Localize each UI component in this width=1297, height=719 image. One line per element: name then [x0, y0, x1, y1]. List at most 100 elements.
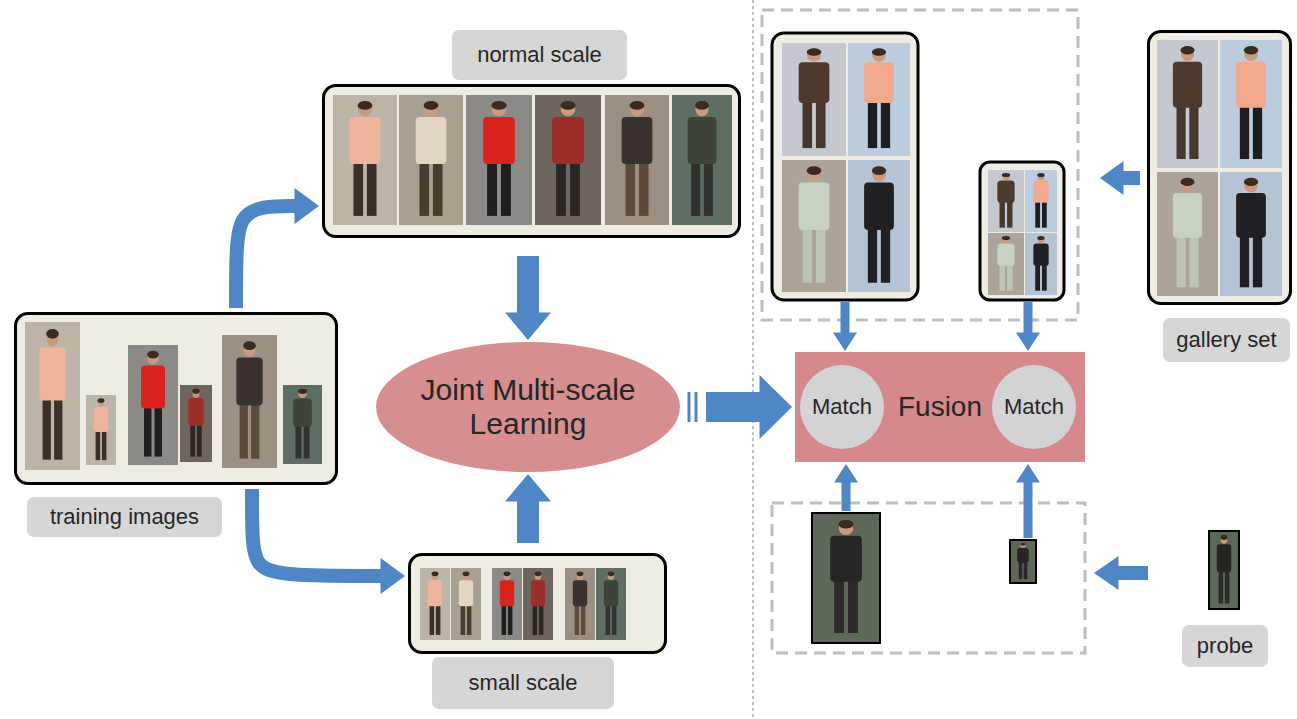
- person-leg: [502, 604, 507, 635]
- photo-ground: [848, 43, 910, 156]
- person-image: [813, 514, 879, 642]
- probe-image: probe: [1208, 530, 1240, 610]
- person-torso: [830, 536, 862, 582]
- photo-ground: [283, 385, 322, 464]
- person-leg: [1000, 201, 1005, 228]
- person-image: [333, 95, 397, 225]
- person-head: [463, 572, 470, 580]
- person-leg: [487, 160, 497, 216]
- person-leg: [881, 226, 890, 283]
- person-torso: [350, 117, 381, 164]
- person-leg: [430, 604, 435, 635]
- person-image: [1025, 170, 1057, 232]
- person-torso: [604, 580, 618, 606]
- person-torso: [864, 62, 894, 103]
- person-hair: [807, 166, 822, 175]
- flow-arrow: [688, 375, 793, 439]
- person-head: [807, 49, 821, 61]
- person-hair: [1002, 236, 1010, 240]
- person-leg: [868, 226, 877, 283]
- person-leg: [353, 160, 363, 216]
- label-tag: probe: [1182, 625, 1268, 667]
- person-torso: [188, 398, 203, 426]
- person-head: [1002, 173, 1010, 180]
- image-panel: small scale: [408, 553, 667, 654]
- person-image: [466, 95, 532, 225]
- person-image: [1025, 233, 1057, 295]
- person-torso: [94, 407, 108, 432]
- person-image: [86, 395, 116, 465]
- person-image: [596, 568, 626, 640]
- label-tag: gallery set: [1163, 318, 1290, 362]
- person-torso: [459, 580, 473, 606]
- person-torso: [1033, 244, 1048, 266]
- photo-ground: [988, 233, 1024, 295]
- arrow-shaft: [517, 256, 539, 314]
- person-torso: [622, 117, 653, 164]
- person-image: [848, 43, 910, 156]
- person-hair: [608, 571, 615, 576]
- arrow-shaft: [706, 392, 761, 422]
- person-hair: [491, 101, 506, 110]
- person-leg: [1035, 201, 1040, 228]
- flow-arrow: [1016, 464, 1040, 538]
- person-torso: [1173, 62, 1202, 108]
- flow-arrow: [252, 489, 405, 594]
- person-torso: [799, 62, 830, 103]
- person-leg: [436, 604, 441, 635]
- flow-arrow: [505, 474, 551, 543]
- panel-fill: [408, 553, 667, 654]
- person-hair: [46, 329, 59, 339]
- person-leg: [467, 604, 472, 635]
- person-head: [1244, 179, 1258, 193]
- photo-ground: [523, 568, 553, 640]
- photo-ground: [1025, 170, 1057, 232]
- person-leg: [1042, 201, 1047, 228]
- person-leg: [1000, 264, 1005, 291]
- photo-ground: [1220, 172, 1282, 296]
- person-leg: [367, 160, 377, 216]
- person-hair: [872, 166, 886, 175]
- person-image: [420, 568, 450, 640]
- panel-fill: [14, 312, 338, 485]
- person-leg: [1042, 264, 1047, 291]
- person-leg: [1189, 234, 1198, 287]
- person-hair: [1244, 46, 1258, 54]
- person-leg: [881, 100, 890, 149]
- person-image: [605, 95, 669, 225]
- person-image: [180, 385, 212, 462]
- arrow-head: [1016, 464, 1040, 483]
- photo-ground: [782, 43, 846, 156]
- person-leg: [581, 604, 586, 635]
- person-torso: [1173, 193, 1202, 238]
- photo-ground: [1025, 233, 1057, 295]
- person-hair: [838, 520, 853, 528]
- person-image: [451, 568, 481, 640]
- person-torso: [1217, 544, 1231, 572]
- person-torso: [416, 117, 447, 164]
- person-torso: [141, 365, 165, 408]
- photo-ground: [988, 170, 1024, 232]
- person-image: [25, 322, 80, 470]
- person-torso: [1236, 62, 1266, 108]
- person-image: [672, 95, 732, 225]
- label-tag: normal scale: [452, 30, 627, 80]
- arrow-shaft: [1122, 171, 1140, 185]
- person-leg: [144, 405, 152, 457]
- person-leg: [1189, 104, 1198, 159]
- arrow-shaft: [1024, 302, 1033, 334]
- photo-frame: [812, 513, 880, 643]
- arrow-shaft: [236, 206, 296, 308]
- photo-ground: [782, 160, 846, 292]
- band-label: Fusion: [898, 391, 982, 423]
- person-hair: [872, 48, 886, 55]
- person-head: [192, 389, 199, 397]
- person-leg: [556, 160, 566, 216]
- flow-arrow: [1100, 161, 1140, 195]
- person-image: [565, 568, 595, 640]
- match-circle: Match: [800, 365, 884, 449]
- flow-arrow: [236, 188, 319, 308]
- panel-label: normal scale: [477, 42, 602, 68]
